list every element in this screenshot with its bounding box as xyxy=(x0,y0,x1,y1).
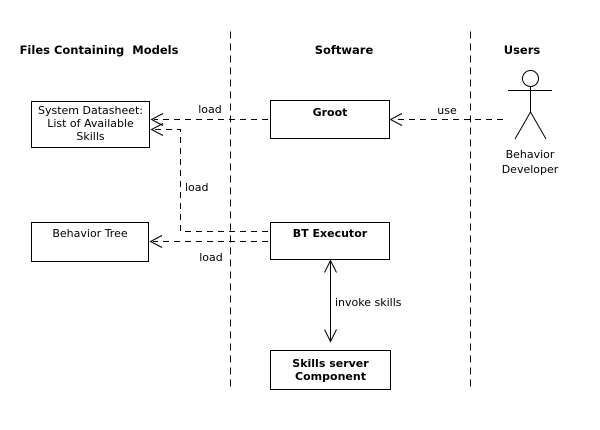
stick-figure-icon xyxy=(508,70,552,140)
bt-executor-label: BT Executor xyxy=(292,227,368,240)
edge-line xyxy=(154,129,268,232)
system-datasheet-label-line3: Skills xyxy=(76,130,105,143)
edge-label-load-datasheet: load xyxy=(185,181,209,194)
behavior-tree-box: Behavior Tree xyxy=(31,222,149,262)
groot-label: Groot xyxy=(312,106,348,119)
skills-server-label-line2: Component xyxy=(295,370,366,383)
skills-server-box: Skills server Component xyxy=(270,350,391,390)
system-datasheet-label-line1: System Datasheet: xyxy=(37,104,144,117)
actor-leg-right xyxy=(530,111,547,140)
edge-label-load-groot: load xyxy=(198,103,222,116)
bt-executor-box: BT Executor xyxy=(270,222,390,260)
column-heading-software: Software xyxy=(314,43,374,57)
arrowhead-icon xyxy=(389,113,403,126)
edge-load-groot-to-datasheet xyxy=(150,113,268,126)
edge-load-executor-to-tree xyxy=(149,235,268,248)
system-datasheet-label-line2: List of Available xyxy=(47,117,134,130)
arrowhead-icon xyxy=(150,113,164,126)
system-datasheet-box: System Datasheet: List of Available Skil… xyxy=(31,101,150,148)
arrowhead-icon xyxy=(150,123,164,136)
edge-invoke-skills xyxy=(324,259,337,343)
actor-head xyxy=(522,70,539,87)
arrowhead-icon xyxy=(149,235,163,248)
edge-label-load-tree: load xyxy=(199,251,223,264)
arrowhead-up-icon xyxy=(324,259,337,273)
behavior-tree-label: Behavior Tree xyxy=(52,227,128,240)
groot-box: Groot xyxy=(270,100,390,139)
arrowhead-down-icon xyxy=(324,329,337,343)
edge-load-executor-to-datasheet xyxy=(150,123,268,232)
skills-server-label-line1: Skills server xyxy=(292,357,369,370)
edge-label-invoke-skills: invoke skills xyxy=(335,296,402,309)
actor-label: Behavior Developer xyxy=(485,147,575,177)
edge-use xyxy=(389,113,503,126)
column-heading-users: Users xyxy=(503,43,541,57)
actor-label-line2: Developer xyxy=(501,163,559,176)
edge-label-use: use xyxy=(437,104,457,117)
actor-label-line1: Behavior xyxy=(505,148,555,161)
column-heading-files: Files Containing Models xyxy=(19,43,179,57)
actor-leg-left xyxy=(514,111,531,140)
